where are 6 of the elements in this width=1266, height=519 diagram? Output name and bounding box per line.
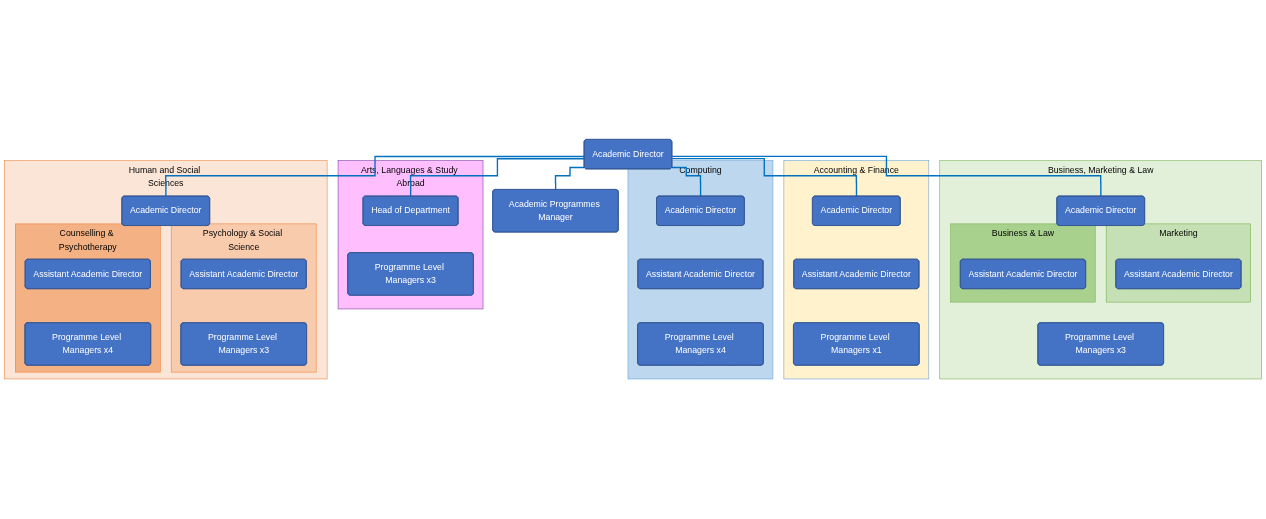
connector <box>671 167 702 198</box>
connector <box>671 158 858 198</box>
connector <box>165 156 585 198</box>
connector <box>554 167 586 191</box>
connector <box>409 158 585 198</box>
connector <box>671 156 1102 198</box>
